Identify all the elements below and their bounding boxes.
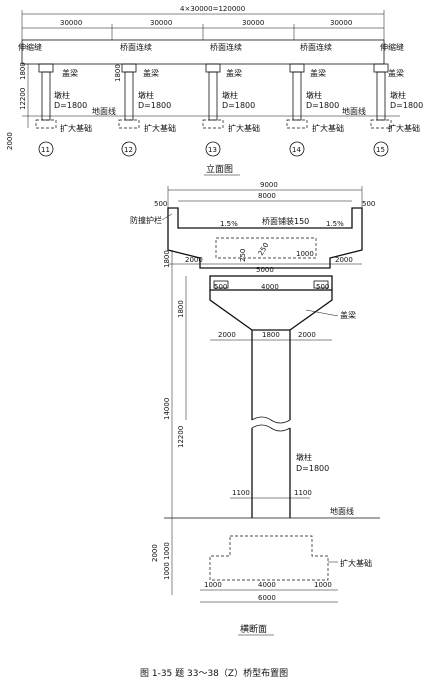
- deck-continuity-3: 桥面连续: [300, 42, 332, 52]
- foundation-label-5: 扩大基础: [388, 123, 420, 133]
- foundation-label-1: 扩大基础: [60, 123, 92, 133]
- found-dim-right: 1000: [314, 581, 332, 589]
- found-dim-left: 1000: [204, 581, 222, 589]
- found-dim-mid: 4000: [258, 581, 276, 589]
- deck-continuity-2: 桥面连续: [210, 42, 242, 52]
- cap-dim-4000: 4000: [261, 283, 279, 291]
- cap-beam-label-3: 盖梁: [226, 68, 242, 78]
- cap-beam-label-5: 盖梁: [388, 68, 404, 78]
- guard-rail-label: 防撞护栏: [130, 215, 162, 225]
- cap-dim-500-right: 500: [316, 283, 329, 291]
- deck-width-8000: 8000: [258, 192, 276, 200]
- under-cap-dim-left: 2000: [218, 331, 236, 339]
- xs-dim-1800-top: 1800: [163, 250, 171, 268]
- slope-left: 1.5%: [220, 220, 238, 228]
- xs-dim-2000: 2000: [151, 544, 159, 562]
- foundation-label-xs: 扩大基础: [340, 558, 372, 568]
- figure-caption: 图 1-35 题 33～38（Z）桥型布置图: [140, 667, 288, 679]
- pier-label-4: 墩柱: [306, 90, 322, 100]
- found-dim-total: 6000: [258, 594, 276, 602]
- xs-dim-12200: 12200: [177, 426, 185, 448]
- under-cap-dim-mid: 1800: [262, 331, 280, 339]
- elev-dim-12200: 12200: [19, 88, 27, 110]
- pier-label-3: 墩柱: [222, 90, 238, 100]
- axis-label-14: 14: [292, 146, 301, 154]
- box-dim-right: 2000: [335, 256, 353, 264]
- ground-line-label-xs: 地面线: [330, 506, 354, 516]
- elevation-title: 立面图: [206, 163, 233, 175]
- deck-elevation: [21, 39, 385, 65]
- pier-label-5: 墩柱: [390, 90, 406, 100]
- span-dim-3: 30000: [242, 19, 264, 27]
- ground-line-label-elev-2: 地面线: [342, 106, 366, 116]
- column-label: 墩柱: [296, 452, 312, 462]
- elevation-view: 4×30000=120000 30000 30000 30000 30000 伸…: [6, 5, 423, 176]
- span-dim-4: 30000: [330, 19, 352, 27]
- pier-label-1: 墩柱: [54, 90, 70, 100]
- span-dim-1: 30000: [60, 19, 82, 27]
- xs-dim-1800-cap: 1800: [177, 300, 185, 318]
- pier-dia-4: D=1800: [306, 101, 339, 110]
- elev-dim-2000: 2000: [6, 132, 14, 150]
- right-expansion-joint: 伸缩缝: [380, 42, 404, 52]
- rail-width-right: 500: [362, 200, 375, 208]
- cross-section-view: 9000 8000 500 500 防撞护栏 1.5% 1.5% 桥面铺装150…: [130, 181, 380, 636]
- xs-dim-1000-b: 1000: [163, 562, 171, 580]
- span-dim-2: 30000: [150, 19, 172, 27]
- xs-dim-1000-a: 1000: [163, 542, 171, 560]
- inner-dim-1000: 1000: [296, 250, 314, 258]
- cap-beam-label: 盖梁: [340, 310, 356, 320]
- base-dim-left: 1100: [232, 489, 250, 497]
- cap-beam-label-1: 盖梁: [62, 68, 78, 78]
- deck-paving-label: 桥面铺装150: [262, 216, 309, 226]
- pier-dia-2: D=1800: [138, 101, 171, 110]
- column-dia: D=1800: [296, 464, 329, 473]
- total-span-dim: 4×30000=120000: [180, 5, 245, 13]
- xs-dim-14000: 14000: [163, 398, 171, 420]
- box-dim-left: 2000: [185, 256, 203, 264]
- pier-label-2: 墩柱: [138, 90, 154, 100]
- axis-label-12: 12: [124, 146, 133, 154]
- slope-right: 1.5%: [326, 220, 344, 228]
- box-dim-mid: 5000: [256, 266, 274, 274]
- deck-width-9000: 9000: [260, 181, 278, 189]
- elev-mid-dim-1800: 1800: [114, 64, 122, 82]
- spread-foundation: [209, 535, 329, 581]
- base-dim-right: 1100: [294, 489, 312, 497]
- cap-beam-haunch: [209, 290, 333, 331]
- pier-dia-5: D=1800: [390, 101, 423, 110]
- axis-label-13: 13: [208, 146, 217, 154]
- cap-dim-500-left: 500: [214, 283, 227, 291]
- under-cap-dim-right: 2000: [298, 331, 316, 339]
- pier-dia-3: D=1800: [222, 101, 255, 110]
- rail-width-left: 500: [154, 200, 167, 208]
- elev-dim-1800: 1800: [19, 62, 27, 80]
- foundation-label-2: 扩大基础: [144, 123, 176, 133]
- axis-label-15: 15: [376, 146, 385, 154]
- inner-dim-250a: 250: [239, 249, 247, 262]
- left-expansion-joint: 伸缩缝: [18, 42, 42, 52]
- foundation-label-4: 扩大基础: [312, 123, 344, 133]
- ground-line-label-elev-1: 地面线: [92, 106, 116, 116]
- cross-section-title: 横断面: [240, 623, 267, 635]
- foundation-label-3: 扩大基础: [228, 123, 260, 133]
- inner-dim-250b: 250: [257, 241, 271, 257]
- cap-beam-label-2: 盖梁: [143, 68, 159, 78]
- cap-beam-label-4: 盖梁: [310, 68, 326, 78]
- axis-label-11: 11: [41, 146, 50, 154]
- pier-dia-1: D=1800: [54, 101, 87, 110]
- deck-continuity-1: 桥面连续: [120, 42, 152, 52]
